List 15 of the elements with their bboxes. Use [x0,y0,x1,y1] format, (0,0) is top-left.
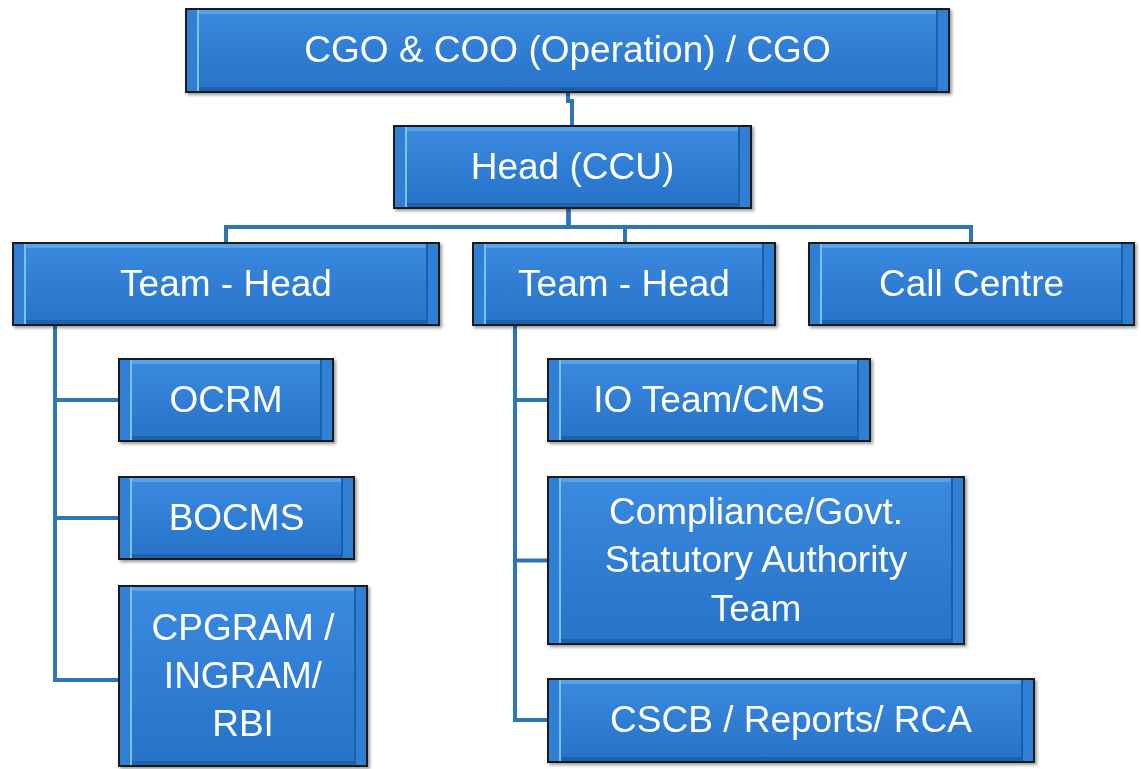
org-box: Team - Head [472,242,776,326]
connector-line [566,93,574,125]
org-box: Head (CCU) [393,125,752,209]
org-box: IO Team/CMS [547,358,871,442]
org-box: CSCB / Reports/ RCA [547,678,1035,763]
org-box: Call Centre [808,242,1135,326]
connector-line [53,326,118,682]
org-box: BOCMS [118,476,355,560]
connector-line [566,209,973,242]
connector-line [513,326,547,722]
org-box: OCRM [118,358,334,442]
org-box: CGO & COO (Operation) / CGO [185,8,950,93]
org-box: Team - Head [12,242,440,326]
org-box: Compliance/Govt. Statutory Authority Team [547,476,965,645]
org-box: CPGRAM / INGRAM/ RBI [118,585,368,767]
